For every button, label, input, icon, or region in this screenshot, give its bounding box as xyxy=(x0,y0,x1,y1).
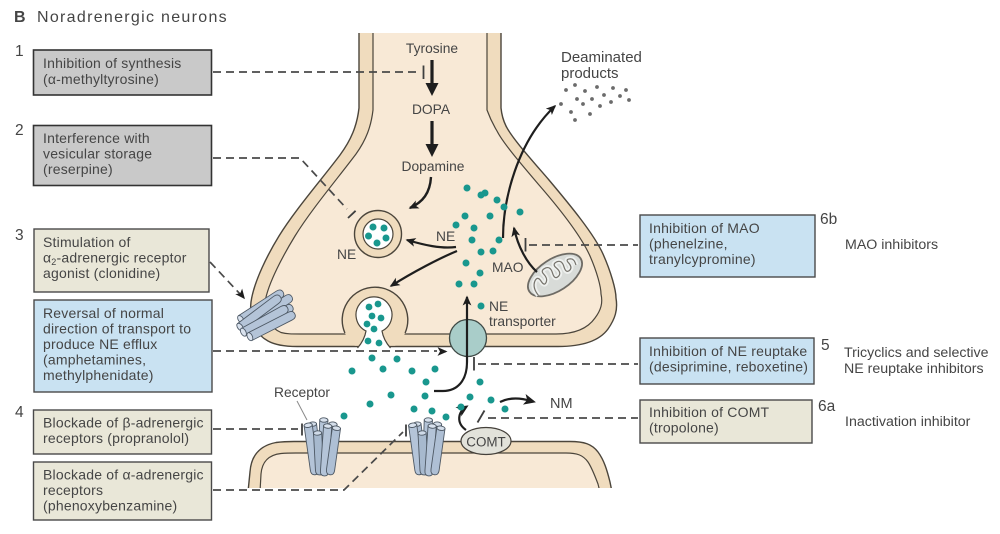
svg-text:(phenelzine,: (phenelzine, xyxy=(649,236,728,252)
svg-text:Noradrenergic neurons: Noradrenergic neurons xyxy=(37,9,228,26)
svg-text:Deaminated: Deaminated xyxy=(561,49,642,66)
svg-text:NE: NE xyxy=(337,247,356,262)
svg-text:products: products xyxy=(561,65,619,82)
svg-text:2: 2 xyxy=(15,122,24,139)
svg-text:(tropolone): (tropolone) xyxy=(649,420,719,436)
svg-text:receptors: receptors xyxy=(43,482,103,498)
svg-text:Blockade of α-adrenergic: Blockade of α-adrenergic xyxy=(43,467,204,483)
svg-text:receptors (propranolol): receptors (propranolol) xyxy=(43,430,189,446)
svg-text:DOPA: DOPA xyxy=(412,102,451,117)
svg-text:agonist (clonidine): agonist (clonidine) xyxy=(43,265,160,281)
svg-text:6b: 6b xyxy=(820,211,837,228)
svg-text:transporter: transporter xyxy=(489,314,556,329)
svg-text:(desiprimine, reboxetine): (desiprimine, reboxetine) xyxy=(649,359,808,375)
svg-text:direction of transport to: direction of transport to xyxy=(43,321,191,337)
svg-text:Inhibition of synthesis: Inhibition of synthesis xyxy=(43,55,181,71)
svg-text:1: 1 xyxy=(15,43,24,60)
svg-text:vesicular storage: vesicular storage xyxy=(43,146,152,162)
svg-text:methylphenidate): methylphenidate) xyxy=(43,367,154,383)
svg-text:Stimulation of: Stimulation of xyxy=(43,234,131,250)
svg-text:Dopamine: Dopamine xyxy=(402,159,465,174)
svg-text:NM: NM xyxy=(550,396,573,412)
svg-text:Tricyclics and selective: Tricyclics and selective xyxy=(844,345,989,361)
svg-text:B: B xyxy=(14,9,26,26)
svg-text:α2-adrenergic receptor: α2-adrenergic receptor xyxy=(43,250,187,268)
svg-text:(amphetamines,: (amphetamines, xyxy=(43,352,146,368)
svg-text:3: 3 xyxy=(15,227,24,244)
svg-text:produce NE efflux: produce NE efflux xyxy=(43,336,157,352)
svg-text:NE: NE xyxy=(489,299,508,314)
svg-text:Interference with: Interference with xyxy=(43,130,150,146)
svg-text:Blockade of β-adrenergic: Blockade of β-adrenergic xyxy=(43,415,204,431)
svg-text:(α-methyltyrosine): (α-methyltyrosine) xyxy=(43,71,159,87)
svg-text:Receptor: Receptor xyxy=(274,385,330,400)
svg-text:Inhibition of MAO: Inhibition of MAO xyxy=(649,220,760,236)
svg-text:Reversal of normal: Reversal of normal xyxy=(43,305,164,321)
svg-text:NE reuptake inhibitors: NE reuptake inhibitors xyxy=(844,361,984,377)
svg-text:(phenoxybenzamine): (phenoxybenzamine) xyxy=(43,498,177,514)
svg-text:MAO: MAO xyxy=(492,260,524,275)
svg-text:6a: 6a xyxy=(818,398,836,415)
svg-text:tranylcypromine): tranylcypromine) xyxy=(649,251,756,267)
svg-text:NE: NE xyxy=(436,229,455,244)
svg-text:MAO inhibitors: MAO inhibitors xyxy=(845,237,938,253)
svg-text:4: 4 xyxy=(15,404,24,421)
svg-text:COMT: COMT xyxy=(466,435,505,450)
svg-text:5: 5 xyxy=(821,337,830,354)
svg-text:Inhibition of NE reuptake: Inhibition of NE reuptake xyxy=(649,343,807,359)
svg-text:Inactivation inhibitor: Inactivation inhibitor xyxy=(845,414,971,430)
svg-text:Inhibition of COMT: Inhibition of COMT xyxy=(649,404,770,420)
svg-text:Tyrosine: Tyrosine xyxy=(406,41,458,56)
svg-text:(reserpine): (reserpine) xyxy=(43,161,113,177)
